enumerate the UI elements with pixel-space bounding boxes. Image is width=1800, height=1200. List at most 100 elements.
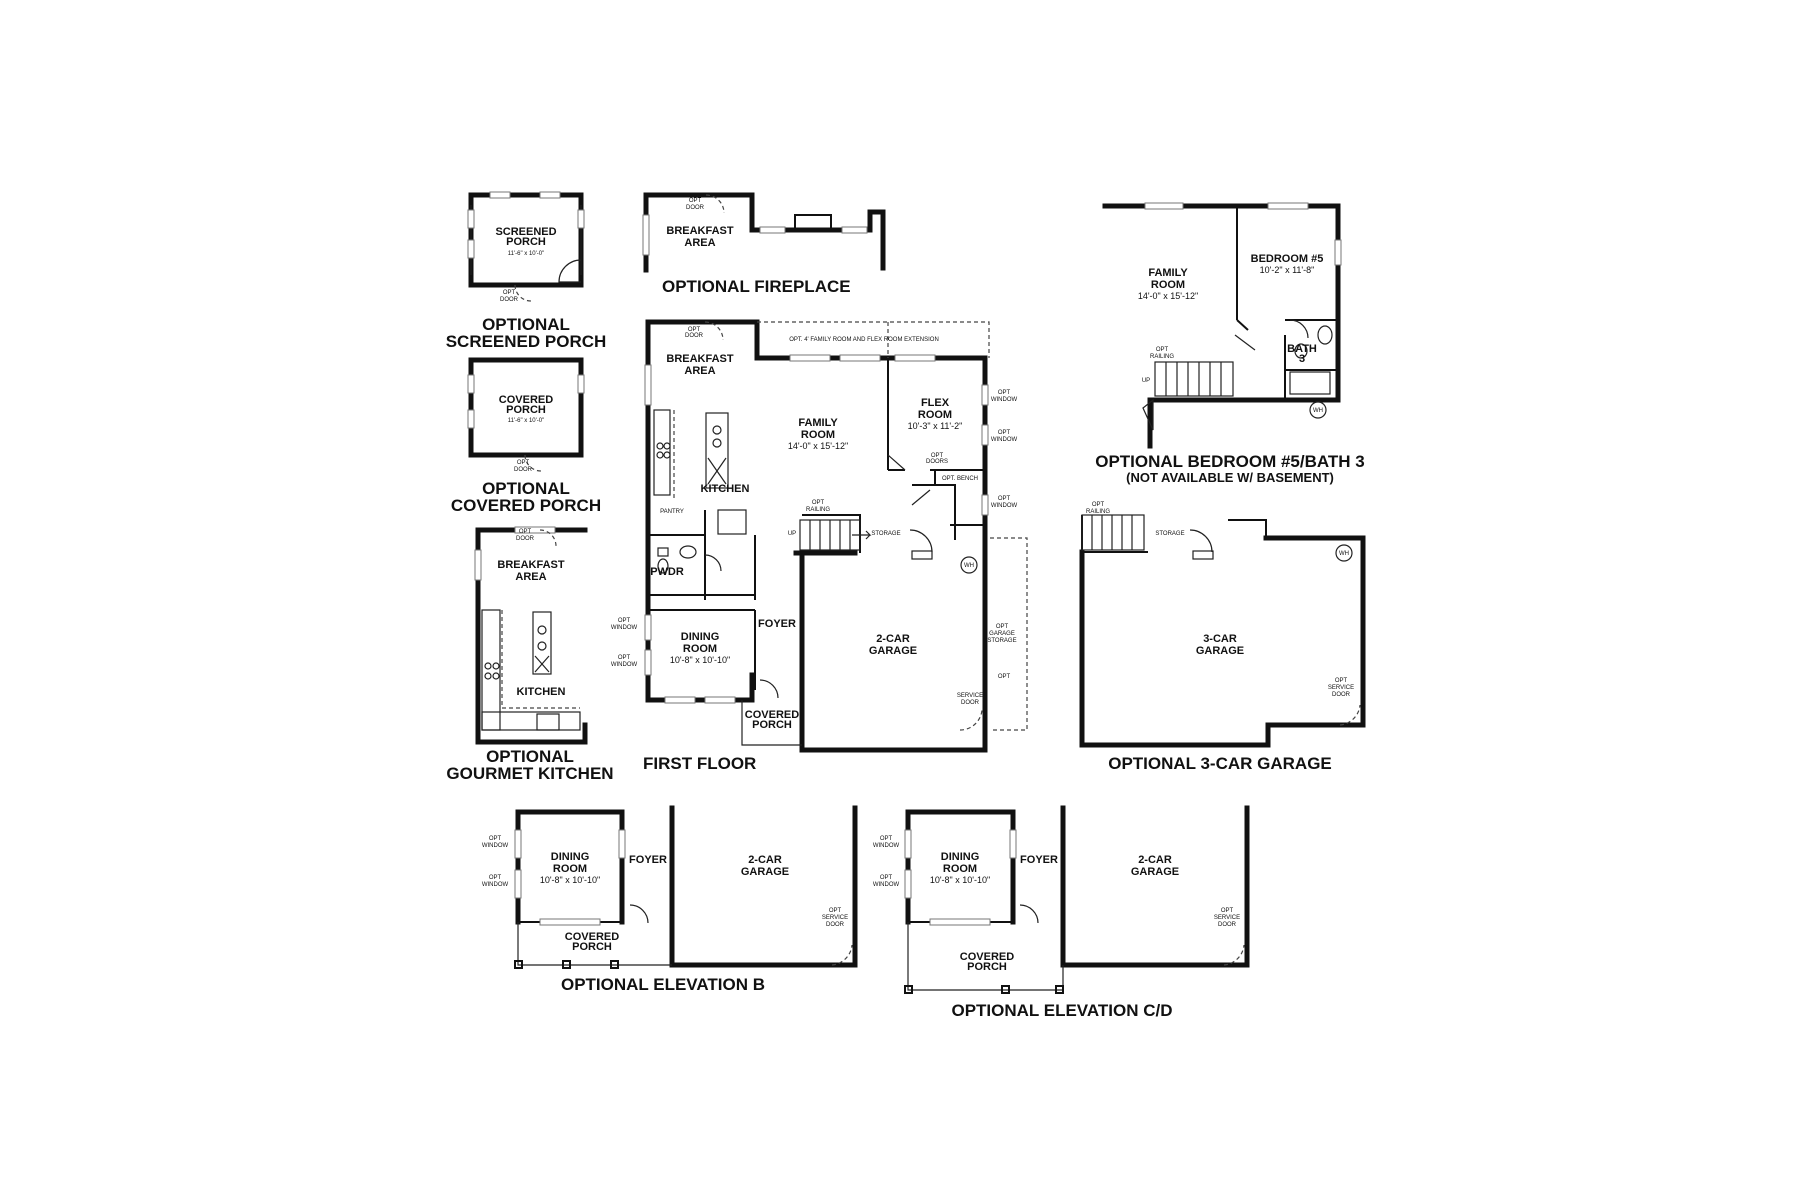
service-door-note: DOOR <box>961 700 980 706</box>
refrigerator-icon <box>717 509 747 535</box>
room-dimension: 14'-0" x 15'-12" <box>1138 291 1198 301</box>
door-swing-icon <box>909 529 933 553</box>
opt-window-note: WINDOW <box>611 662 638 668</box>
kitchen-island <box>705 412 729 489</box>
extension-note: OPT. 4' FAMILY ROOM AND FLEX ROOM EXTENS… <box>789 337 939 343</box>
opt-window-note: WINDOW <box>991 437 1018 443</box>
room-label: ROOM <box>918 409 952 421</box>
opt-railing-note: OPT <box>1156 347 1169 353</box>
gourmet-kitchen-plan: BREAKFAST AREA KITCHEN OPT DOOR OPTIONAL… <box>446 526 614 783</box>
opt-door-note: DOOR <box>516 536 535 542</box>
opt-window-note: OPT <box>998 430 1011 436</box>
bathtub-icon <box>1289 371 1331 395</box>
room-label: GARAGE <box>869 645 917 657</box>
room-label: ROOM <box>553 863 587 875</box>
room-label: ROOM <box>943 863 977 875</box>
service-door-note: DOOR <box>826 922 845 928</box>
door-swing-icon <box>705 194 725 214</box>
room-label: 2-CAR <box>876 633 910 645</box>
door-swing-icon <box>959 709 983 731</box>
plan-title: OPTIONAL BEDROOM #5/BATH 3 <box>1095 452 1365 471</box>
room-label: 2-CAR <box>748 854 782 866</box>
room-label: 3 <box>1299 353 1305 365</box>
room-label: PWDR <box>650 566 684 578</box>
door-swing-icon <box>911 489 931 506</box>
room-label: FLEX <box>921 397 950 409</box>
service-door-note: OPT <box>998 674 1011 680</box>
room-dimension: 10'-8" x 10'-10" <box>670 655 730 665</box>
opt-railing-note: RAILING <box>1150 354 1174 360</box>
sink-icon <box>679 545 697 559</box>
room-dimension: 10'-2" x 11'-8" <box>1260 265 1315 275</box>
room-label: PORCH <box>752 719 792 731</box>
opt-doors-note: DOORS <box>926 459 948 465</box>
opt-door-note: OPT <box>503 290 516 296</box>
fireplace-plan: OPT DOOR BREAKFAST AREA OPTIONAL FIREPLA… <box>642 192 886 296</box>
opt-door-note: OPT <box>689 198 702 204</box>
room-label: SCREENED <box>495 226 556 238</box>
opt-railing-note: RAILING <box>1086 509 1110 515</box>
opt-window-note: OPT <box>618 618 631 624</box>
fireplace-icon <box>794 214 832 232</box>
plan-title: OPTIONAL <box>482 315 570 334</box>
door-swing-icon <box>1223 944 1245 966</box>
room-label: BEDROOM #5 <box>1251 253 1324 265</box>
room-label: FAMILY <box>1148 267 1188 279</box>
door-swing-icon <box>539 529 557 547</box>
water-heater-icon <box>960 556 978 574</box>
room-dimension: 10'-8" x 10'-10" <box>930 875 990 885</box>
first-floor-plan: WH OPT DOOR OPT. 4' FAMILY ROOM AND FLEX… <box>611 319 1028 773</box>
opt-doors-note: OPT <box>931 453 944 459</box>
opt-door-note: DOOR <box>685 333 704 339</box>
room-dimension: 14'-0" x 15'-12" <box>788 441 848 451</box>
opt-window-note: WINDOW <box>482 882 509 888</box>
door-swing-icon <box>1289 319 1309 339</box>
room-label: AREA <box>684 237 715 249</box>
garage-storage-note: OPT <box>996 624 1009 630</box>
garage-storage-note: STORAGE <box>987 638 1016 644</box>
room-label: 3-CAR <box>1203 633 1237 645</box>
toilet-icon <box>657 558 669 574</box>
room-label: PANTRY <box>660 509 684 515</box>
covered-porch-plan: COVERED PORCH 11'-6" x 10'-0" OPT DOOR O… <box>451 357 601 515</box>
room-label: FAMILY <box>798 417 838 429</box>
opt-door-note: OPT <box>688 327 701 333</box>
service-door-note: SERVICE <box>1328 685 1354 691</box>
opt-window-note: WINDOW <box>482 843 509 849</box>
room-label: BATH <box>1287 343 1317 355</box>
door-swing-icon <box>629 904 649 924</box>
door-swing-icon <box>704 554 722 572</box>
opt-door-note: DOOR <box>514 467 533 473</box>
room-label: COVERED <box>499 394 553 406</box>
staircase <box>1081 514 1145 551</box>
sink-icon <box>712 425 722 435</box>
plan-subtitle: (NOT AVAILABLE W/ BASEMENT) <box>1126 470 1334 485</box>
door-swing-icon <box>524 454 542 472</box>
opt-window-note: OPT <box>880 836 893 842</box>
door-swing-icon <box>831 944 853 966</box>
opt-window-note: OPT <box>880 875 893 881</box>
plan-title: OPTIONAL FIREPLACE <box>662 277 851 296</box>
door-swing-icon <box>1339 704 1361 726</box>
service-door-note: OPT <box>829 908 842 914</box>
bedroom5-plan: WH FAMILY ROOM 14'-0" x 15'-12" BEDROOM … <box>1095 202 1365 485</box>
water-heater-label: WH <box>964 563 974 569</box>
stair-direction: UP <box>1142 378 1150 384</box>
plan-title: OPTIONAL <box>482 479 570 498</box>
water-heater-icon <box>1309 401 1327 419</box>
garage-storage-note: GARAGE <box>989 631 1015 637</box>
opt-railing-note: OPT <box>1092 502 1105 508</box>
stair-direction: UP <box>788 531 796 537</box>
service-door-note: SERVICE <box>1214 915 1240 921</box>
door-swing-icon <box>704 321 724 341</box>
opt-door-note: OPT <box>517 460 530 466</box>
screened-porch-plan: SCREENED PORCH 11'-6" x 10'-0" OPT DOOR … <box>446 191 606 351</box>
room-label: DINING <box>681 631 720 643</box>
opt-bench-note: OPT. BENCH <box>942 476 978 482</box>
plan-title: OPTIONAL ELEVATION C/D <box>951 1001 1172 1020</box>
opt-window-note: WINDOW <box>873 843 900 849</box>
room-label: FOYER <box>758 618 796 630</box>
room-label: PORCH <box>506 236 546 248</box>
room-label: COVERED <box>565 931 619 943</box>
